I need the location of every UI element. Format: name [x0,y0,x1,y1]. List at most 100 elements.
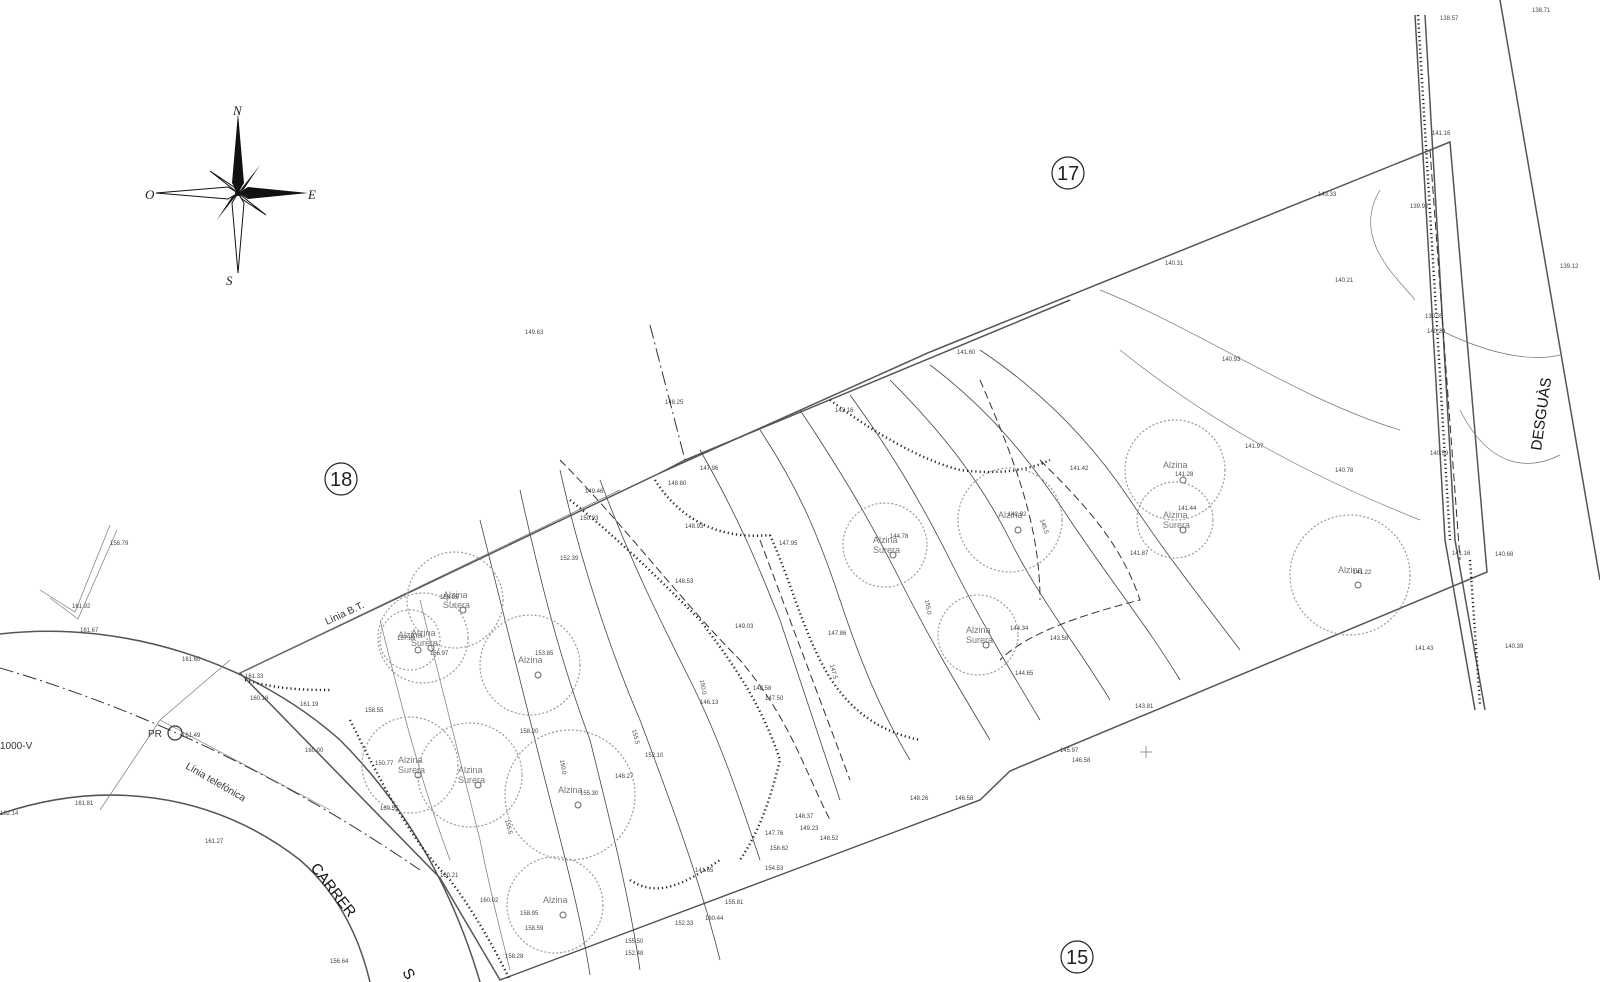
tree-label-species: Surera [398,765,425,775]
telephone-line-label: Línia telefònica [184,761,248,804]
tree-label: Alzina [518,655,543,665]
svg-text:18: 18 [330,469,352,491]
tree-label: Alzina [966,625,991,635]
tree-label-species: Surera [458,775,485,785]
tree-canopy-icon [842,502,928,588]
parcel-label-17: 17 [1051,156,1085,190]
tree-canopy-icon [479,614,581,716]
spot-elevation-label: 141.60 [957,350,976,356]
spot-elevations: 149.63148.25147.96148.80149.46148.93150.… [0,8,1579,965]
spot-elevation-label: 160.21 [440,873,459,879]
spot-elevation-label: 139.12 [1560,264,1579,270]
road-code-label: 1000-V [0,741,33,752]
parcel-label-15: 15 [1060,940,1094,974]
spot-elevation-label: 158.59 [525,926,544,932]
spot-elevation-label: 160.18 [250,696,269,702]
tree-canopy-icon [504,729,636,861]
spot-elevation-label: 161.92 [72,604,91,610]
spot-elevation-label: 140.31 [1165,261,1184,267]
tree-trunk-icon [414,646,422,654]
spot-elevation-label: 161.19 [300,702,319,708]
spot-elevation-label: 143.58 [1050,636,1069,642]
tree-canopy-icon [1124,419,1226,521]
tree-canopy-icon [379,609,441,671]
desguas-label: DESGUÀS [1528,377,1555,452]
parcel-label-18: 18 [324,462,358,496]
spot-elevation-label: 158.95 [520,911,539,917]
spot-elevation-label: 154.53 [765,866,784,872]
spot-elevation-label: 148.37 [795,814,814,820]
tree-label-species: Surera [966,635,993,645]
compass-east-label: E [307,187,316,202]
tree-label-species: Surera [1163,520,1190,530]
spot-elevation-label: 160.55 [380,806,399,812]
spot-elevation-label: 152.48 [625,951,644,957]
tree-trunk-icon [1354,581,1362,589]
spot-elevation-label: 140.39 [1505,644,1524,650]
spot-elevation-label: 149.63 [525,330,544,336]
spot-elevation-label: 141.97 [1245,444,1264,450]
parcel-boundary [238,140,1488,981]
spot-elevation-label: 141.16 [1452,551,1471,557]
spot-elevation-label: 155.50 [625,939,644,945]
spot-elevation-label: 149.03 [735,624,754,630]
compass-rose-icon [155,113,308,274]
street-label-carrer-suffix: S [399,966,419,982]
bt-line [239,489,621,674]
spot-elevation-label: 160.44 [705,916,724,922]
tree-trunk-icon [459,606,467,614]
spot-elevation-label: 146.13 [700,700,719,706]
spot-elevation-label: 148.26 [910,796,929,802]
pr-label: PR [148,729,162,740]
spot-elevation-label: 138.57 [1440,16,1459,22]
tree-label-species: Surera [443,600,470,610]
spot-elevation-label: 143.81 [1135,704,1154,710]
spot-elevation-label: 155.81 [725,900,744,906]
contour-lines [379,289,1421,976]
spot-elevation-label: 147.50 [765,696,784,702]
spot-elevation-label: 139.35 [1425,314,1444,320]
telephone-line [159,719,331,811]
spot-elevation-label: 141.28 [1175,472,1194,478]
spot-elevation-label: 140.21 [1335,278,1354,284]
tree-canopy-icon [406,551,504,649]
tree-label-species: Surera [873,545,900,555]
spot-elevation-label: 161.67 [80,628,99,634]
spot-elevation-label: 141.22 [1353,570,1372,576]
tree-canopies: AlzinaSureraAlzinaSureraAlzinaAlzinaSure… [361,419,1411,954]
tree-label: Alzina [1163,510,1188,520]
tree-trunk-icon [1179,526,1187,534]
spot-elevation-label: 141.16 [1432,131,1451,137]
spot-elevation-label: 148.27 [615,774,634,780]
spot-elevation-label: 141.43 [1415,646,1434,652]
spot-elevation-label: 148.25 [665,400,684,406]
tree-canopy-icon [506,856,604,954]
tree-canopy-icon [957,467,1063,573]
spot-elevation-label: 158.55 [365,708,384,714]
spot-elevation-label: 138.71 [1532,8,1551,14]
spot-elevation-label: 162.14 [0,811,19,817]
spot-elevation-label: 161.27 [205,839,224,845]
tree-trunk-icon [534,671,542,679]
tree-trunk-icon [427,644,435,652]
tree-label: Alzina [398,630,423,640]
spot-elevation-label: 148.58 [753,686,772,692]
spot-elevation-label: 141.65 [695,868,714,874]
tree-trunk-icon [574,801,582,809]
spot-elevation-label: 143.33 [1318,192,1337,198]
spot-elevation-label: 152.39 [560,556,579,562]
spot-elevation-label: 144.78 [890,534,909,540]
spot-elevation-label: 161.81 [75,801,94,807]
tree-label: Alzina [458,765,483,775]
spot-elevation-label: 161.33 [245,674,264,680]
tree-canopy-icon [1136,481,1214,559]
tree-trunk-icon [982,641,990,649]
tree-canopy-icon [417,722,523,828]
tree-label: Alzina [543,895,568,905]
tree-label: Alzina [411,628,436,638]
spot-elevation-label: 152.10 [645,753,664,759]
spot-elevation-label: 158.28 [505,954,524,960]
contour-value-label: 147.5 [828,664,838,681]
